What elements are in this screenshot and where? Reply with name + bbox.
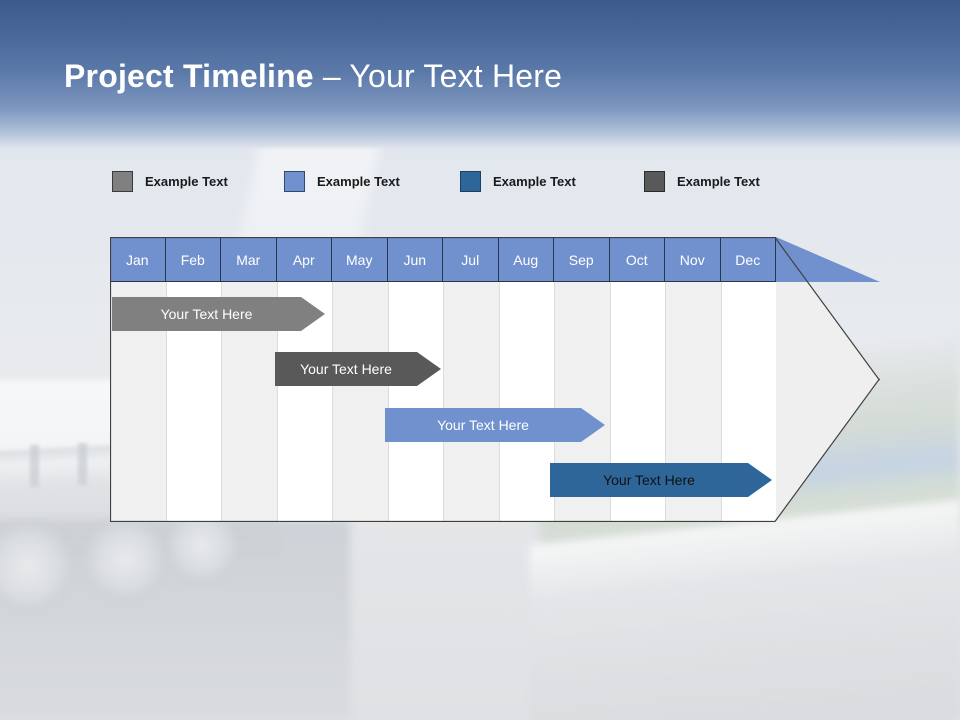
task-bar-label-3: Your Text Here [437, 417, 529, 433]
month-header-apr[interactable]: Apr [276, 237, 332, 282]
month-header-jun[interactable]: Jun [387, 237, 443, 282]
legend-label-4: Example Text [677, 173, 760, 189]
legend-item-3[interactable]: Example Text [460, 168, 576, 194]
legend-swatch-icon-1 [112, 170, 133, 192]
background-wheel-2 [84, 516, 166, 602]
title-light-part: Your Text Here [349, 58, 563, 94]
month-header-dec[interactable]: Dec [720, 237, 776, 282]
task-bar-label-1: Your Text Here [160, 306, 253, 322]
task-bar-2[interactable]: Your Text Here [275, 352, 441, 386]
legend-swatch-icon-4 [644, 170, 665, 192]
background-wheel-1 [0, 520, 74, 612]
background-rail-post-1 [30, 445, 39, 487]
header-underline [110, 281, 776, 282]
background-guardrail [0, 444, 121, 490]
title-bold-part: Project Timeline [64, 58, 314, 94]
legend-label-2: Example Text [317, 173, 400, 189]
column-stripe [387, 282, 443, 522]
month-header-may[interactable]: May [332, 237, 388, 282]
legend-label-3: Example Text [493, 173, 576, 189]
legend: Example Text Example Text Example Text E… [112, 168, 832, 194]
month-header-oct[interactable]: Oct [609, 237, 665, 282]
column-separator [498, 282, 500, 522]
task-bar-1[interactable]: Your Text Here [112, 297, 325, 331]
month-header-jan[interactable]: Jan [110, 237, 166, 282]
column-separator [332, 282, 333, 522]
column-stripe [498, 282, 554, 522]
month-header-sep[interactable]: Sep [554, 237, 610, 282]
task-bar-label-4: Your Text Here [603, 472, 695, 488]
legend-label-1: Example Text [145, 173, 228, 189]
task-bar-4[interactable]: Your Text Here [550, 463, 772, 497]
month-header-feb[interactable]: Feb [165, 237, 221, 282]
month-header-mar[interactable]: Mar [221, 237, 277, 282]
background-rail-post-2 [78, 443, 87, 485]
column-separator [443, 282, 444, 522]
legend-item-2[interactable]: Example Text [284, 168, 400, 194]
month-header-nov[interactable]: Nov [665, 237, 721, 282]
month-header-jul[interactable]: Jul [443, 237, 499, 282]
legend-swatch-icon-2 [284, 170, 305, 192]
page-title: Project Timeline – Your Text Here [64, 58, 562, 95]
task-bar-3[interactable]: Your Text Here [385, 408, 605, 442]
legend-item-1[interactable]: Example Text [112, 168, 228, 194]
column-separator [387, 282, 389, 522]
column-stripe [332, 282, 388, 522]
legend-item-4[interactable]: Example Text [644, 168, 760, 194]
task-bar-label-2: Your Text Here [300, 361, 392, 377]
month-header-aug[interactable]: Aug [498, 237, 554, 282]
title-band [0, 0, 960, 150]
legend-swatch-icon-3 [460, 170, 481, 192]
title-separator: – [313, 58, 350, 94]
column-stripe [443, 282, 499, 522]
month-header-arrow-tip [776, 237, 880, 282]
